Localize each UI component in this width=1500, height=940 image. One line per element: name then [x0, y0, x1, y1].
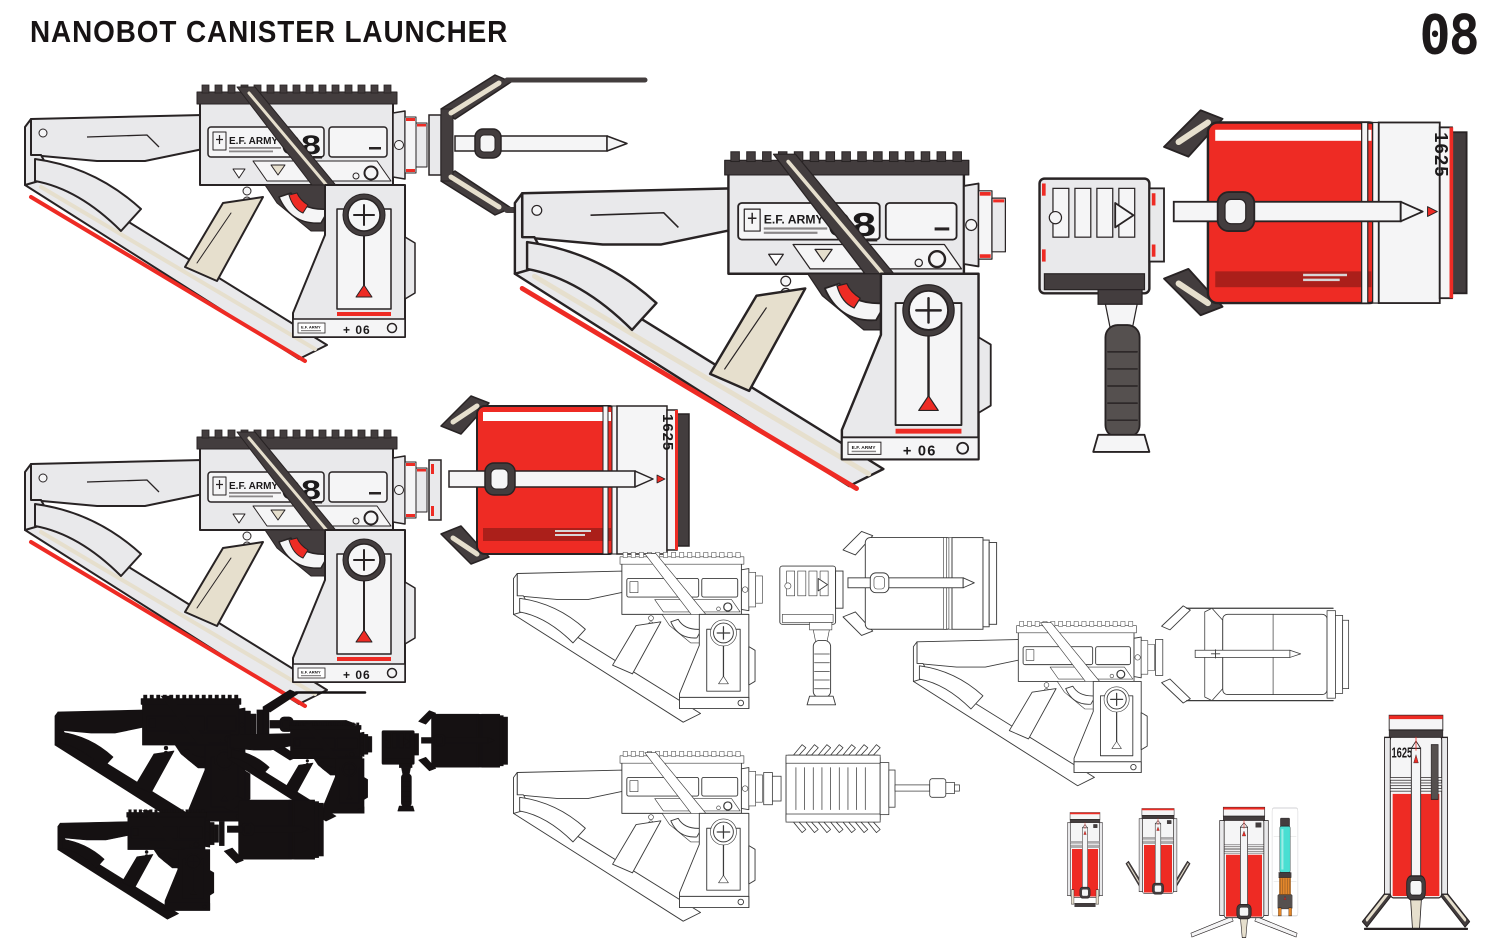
grip-group [708, 287, 807, 393]
page-number: 08 [1419, 4, 1480, 67]
dial-group [710, 818, 737, 846]
stock-group [24, 459, 328, 708]
grip-group [121, 854, 154, 889]
grip-group [184, 196, 264, 282]
grip-group [184, 541, 264, 627]
canister-drawing-canister-partial [1125, 808, 1191, 895]
stock-group [513, 769, 702, 922]
receiver-group [619, 751, 745, 838]
weapon-drawing-lineart-2 [513, 744, 960, 922]
svg-text:E.F. ARMY: E.F. ARMY [301, 670, 321, 675]
svg-text:E.F. ARMY: E.F. ARMY [229, 481, 278, 492]
svg-text:1625: 1625 [659, 414, 676, 451]
grip-group [284, 762, 314, 794]
canister-drawing-canister-large: 1625 [1361, 714, 1471, 931]
cradle-attachment [1155, 605, 1350, 704]
canister-drawing-canister-deployed [1190, 806, 1298, 938]
coupling-group [740, 568, 763, 612]
foregrip [806, 622, 837, 706]
canister-mount-block [779, 565, 837, 625]
canister-drawing-canister-stowed [1067, 812, 1103, 907]
svg-text:E.F. ARMY: E.F. ARMY [764, 213, 824, 227]
canister-assembly [219, 795, 324, 864]
view-canister-large: 1625 [1346, 710, 1486, 938]
dial-group [342, 193, 386, 237]
view-canister-stowed [1046, 810, 1124, 916]
view-render-lower-left: E.F. ARMY 08 E.F. ARMY + 06 [21, 386, 825, 726]
stock-group [912, 638, 1095, 787]
grip-group [134, 750, 175, 794]
dial-group [902, 284, 955, 337]
dial-group [710, 619, 737, 647]
weapon-drawing-lineart-3 [912, 605, 1350, 787]
dial-group [341, 761, 358, 778]
stock-group [57, 821, 179, 920]
coupling-group [740, 767, 763, 811]
receiver-group [126, 809, 207, 866]
stock-group [513, 570, 702, 723]
svg-text:1625: 1625 [1392, 744, 1413, 761]
view-silhouette-3 [56, 792, 378, 928]
svg-text:+ 06: + 06 [343, 668, 371, 682]
view-lineart-3 [911, 595, 1393, 799]
dial-group [342, 538, 386, 582]
weapon-drawing-silhouette-3 [57, 795, 324, 920]
coupling-group [962, 182, 1006, 268]
weapon-drawing-lineart-1 [513, 530, 998, 723]
canister-mount-block [1038, 177, 1151, 295]
grip-group [1008, 688, 1057, 740]
view-canister-cutaway [1254, 806, 1316, 932]
receiver-group: E.F. ARMY 08 [196, 429, 398, 569]
canister-assembly: 1625 [428, 395, 690, 565]
view-render-center: E.F. ARMY 08 E.F. ARMY + 06 [510, 98, 1491, 513]
dial-group [184, 853, 202, 871]
stock-group [24, 114, 328, 363]
canister-mount-block [381, 730, 415, 765]
svg-text:1625: 1625 [1431, 132, 1452, 178]
svg-text:E.F. ARMY: E.F. ARMY [852, 445, 877, 451]
canister-assembly [835, 530, 998, 636]
dial-group [1103, 686, 1130, 713]
weapon-drawing-silhouette-1 [54, 689, 367, 833]
view-canister-deployed [1190, 804, 1298, 940]
stock-group [513, 187, 885, 491]
view-lineart-2 [511, 724, 1009, 935]
trigger-group [242, 184, 344, 232]
view-silhouette-1 [53, 673, 455, 843]
view-lineart-1 [511, 525, 1009, 736]
coupling-group [359, 731, 373, 757]
page-title: NANOBOT CANISTER LAUNCHER [30, 14, 509, 49]
svg-text:+ 06: + 06 [903, 444, 937, 460]
view-canister-partial [1116, 806, 1200, 912]
grip-group [612, 621, 662, 675]
coupling-group [392, 455, 428, 525]
foregrip [1092, 289, 1151, 453]
svg-text:E.F. ARMY: E.F. ARMY [229, 136, 278, 147]
foregrip [397, 763, 415, 812]
coupling-group [392, 110, 428, 180]
grip-group [612, 820, 662, 874]
svg-text:+ 06: + 06 [343, 323, 371, 337]
coupling-group [1133, 636, 1155, 679]
canister-drawing-canister-cutaway [1271, 807, 1299, 917]
svg-text:E.F. ARMY: E.F. ARMY [301, 325, 321, 330]
coupling-group [204, 819, 219, 848]
weapon-drawing-render-lower-left: E.F. ARMY 08 E.F. ARMY + 06 [24, 395, 690, 708]
finned-canister-attachment [763, 744, 960, 833]
weapon-drawing-render-center: E.F. ARMY 08 E.F. ARMY + 06 [513, 109, 1468, 491]
canister-assembly [414, 710, 508, 772]
trigger-group [242, 529, 344, 577]
coupling-group [238, 707, 257, 743]
canister-assembly: 1625 [1148, 109, 1468, 317]
